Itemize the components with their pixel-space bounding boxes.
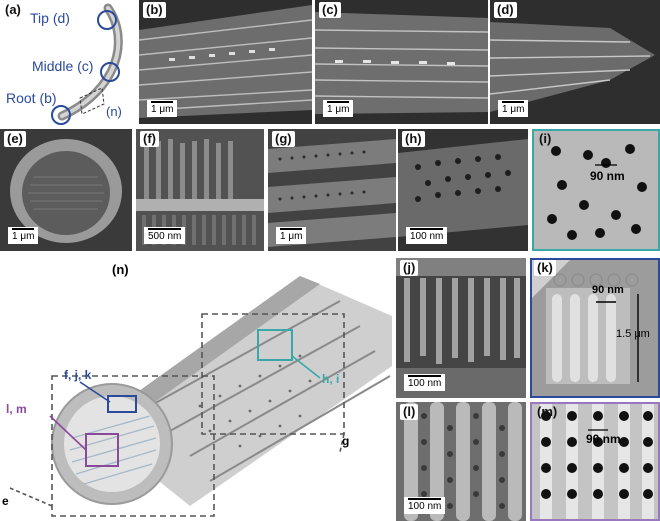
panel-h-label: (h) [402, 131, 425, 147]
panel-c-label: (c) [319, 2, 341, 18]
panel-g-label: (g) [272, 131, 295, 147]
hair-schematic [51, 3, 123, 125]
scale-bar-d: 1 μm [498, 100, 529, 117]
panel-j-label: (j) [400, 260, 419, 276]
panel-h: (h) 100 nm [398, 129, 528, 251]
panel-m: (m) 90 nm [530, 402, 660, 521]
panel-k-label: (k) [534, 260, 556, 276]
callout-fjk: f, j, k [64, 368, 92, 382]
panel-l: (l) 100 nm [396, 402, 526, 521]
panel-m-label: (m) [537, 404, 558, 419]
panel-g: (g) 1 μm [268, 129, 396, 251]
sem-image-hair-root [139, 0, 312, 124]
panel-d-label: (d) [494, 2, 517, 18]
callout-hi: h, i [322, 372, 340, 386]
panel-j: (j) 100 nm [396, 258, 526, 398]
panel-e: (e) 1 μm [0, 129, 132, 251]
panel-f-label: (f) [140, 131, 159, 147]
panel-a-label: (a) [5, 2, 21, 17]
scale-bar-b: 1 μm [147, 100, 178, 117]
sem-image-hair-tip [490, 0, 660, 124]
panel-b: (b) 1 μm [139, 0, 312, 124]
hair-structure-schematic [9, 276, 392, 517]
scale-bar-h: 100 nm [406, 227, 448, 244]
panel-l-label: (l) [400, 404, 419, 420]
middle-label: Middle (c) [32, 58, 94, 74]
pillar-height-label: 1.5 μm [616, 328, 650, 340]
panel-i: (i) 90 nm [532, 129, 660, 251]
pillar-width-label: 90 nm [592, 284, 624, 296]
model-pillar-array [530, 258, 660, 398]
sem-image-pillars-top [396, 402, 526, 521]
scale-bar-j: 100 nm [404, 374, 446, 391]
panel-e-label: (e) [4, 131, 26, 147]
scale-bar-g: 1 μm [276, 227, 307, 244]
scale-bar-f: 500 nm [144, 227, 186, 244]
scale-bar-l: 100 nm [404, 497, 446, 514]
model-pore-array [532, 129, 660, 251]
tip-label: Tip (d) [30, 10, 70, 26]
callout-g: g [342, 434, 350, 448]
panel-f: (f) 500 nm [136, 129, 264, 251]
panel-a: (a) Tip (d) Middle (c) Root (b) (n) [0, 0, 136, 127]
panel-k: (k) 90 nm 1.5 μm [530, 258, 660, 398]
pore-diameter-label: 90 nm [590, 169, 625, 183]
root-label: Root (b) [6, 90, 57, 106]
sem-image-pores [398, 129, 528, 251]
panel-c: (c) 1 μm [315, 0, 488, 124]
sem-image-cross-section [0, 129, 132, 251]
sem-image-pore-rows [268, 129, 396, 251]
pillar-spacing-label: 90 nm [586, 432, 621, 446]
scale-bar-c: 1 μm [323, 100, 354, 117]
scale-bar-e: 1 μm [8, 227, 39, 244]
panel-n: (n) f, j, k l, m h, i g e [0, 256, 392, 521]
callout-e: e [2, 494, 9, 508]
panel-i-label: (i) [539, 131, 552, 146]
panel-b-label: (b) [143, 2, 166, 18]
callout-lm: l, m [6, 402, 27, 416]
panel-d: (d) 1 μm [490, 0, 660, 124]
model-pillar-top [530, 402, 660, 521]
n-label: (n) [106, 104, 122, 119]
sem-image-pillars-side [396, 258, 526, 398]
panel-n-label: (n) [112, 262, 129, 277]
